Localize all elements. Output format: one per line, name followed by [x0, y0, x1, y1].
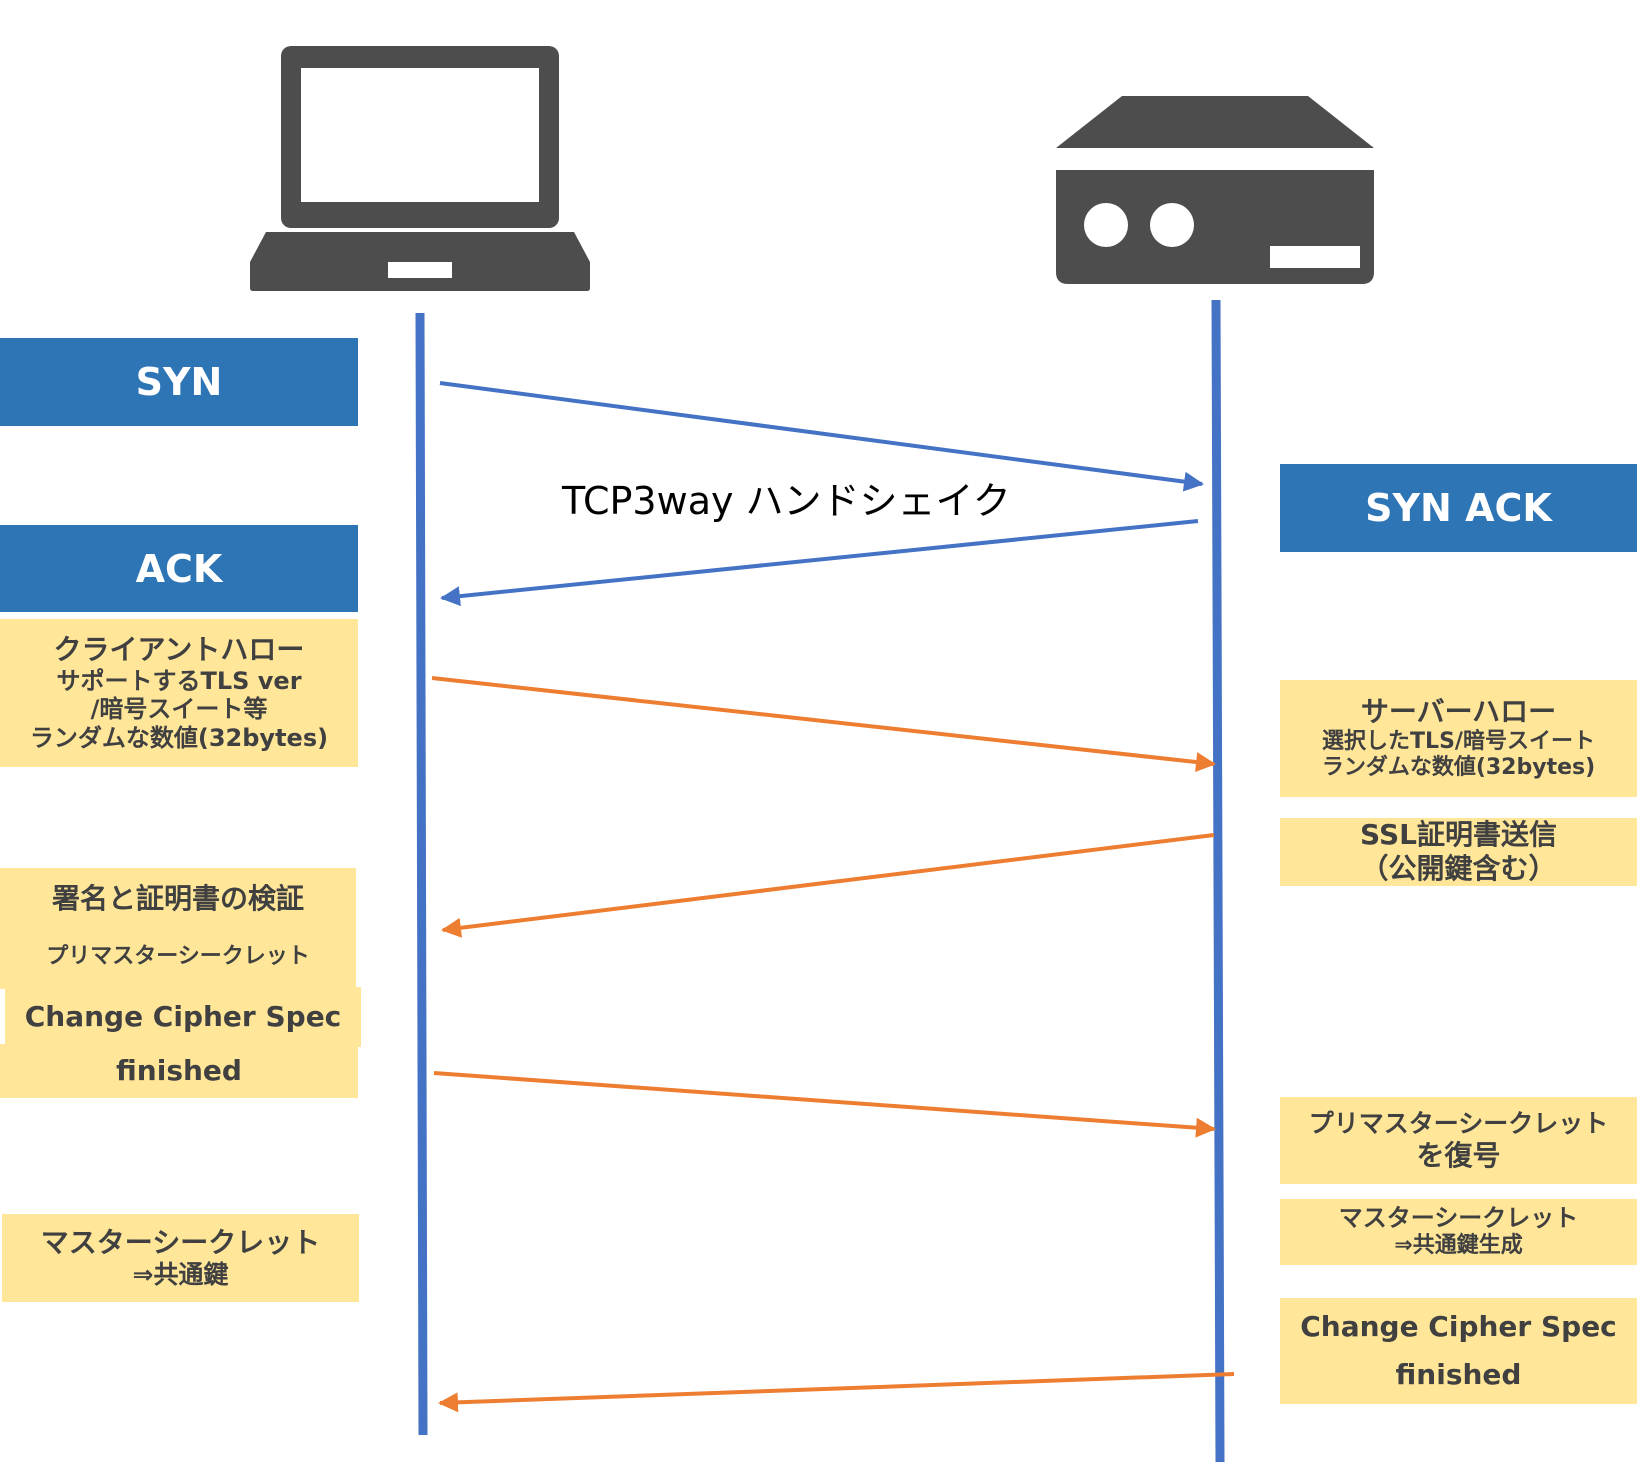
verify-label: 署名と証明書の検証 プリマスターシークレット [0, 868, 356, 989]
server-finished-arrow [438, 1372, 1235, 1413]
server-hello-label: サーバーハロー 選択したTLS/暗号スイート ランダムな数値(32bytes) [1280, 680, 1637, 797]
decrypt-line1: プリマスターシークレット [1308, 1108, 1609, 1138]
server-ccs-label: Change Cipher Spec finished [1280, 1298, 1637, 1404]
decrypt-label: プリマスターシークレット を復号 [1280, 1097, 1637, 1184]
ack-text: ACK [135, 546, 223, 591]
client-lifeline [415, 312, 428, 1436]
client-hello-line1: サポートするTLS ver [56, 666, 302, 695]
client-hello-title: クライアントハロー [53, 633, 305, 666]
decrypt-line2: を復号 [1416, 1138, 1501, 1172]
syn-ack-label: SYN ACK [1280, 464, 1637, 552]
client-master-line2: ⇒共通鍵 [132, 1259, 229, 1289]
ssl-cert-line1: SSL証明書送信 [1360, 818, 1557, 852]
server-hello-line1: 選択したTLS/暗号スイート [1322, 728, 1595, 754]
client-finished-text: finished [116, 1054, 242, 1088]
syn-text: SYN [135, 360, 223, 404]
syn-label: SYN [0, 338, 358, 426]
syn-arrow [439, 381, 1204, 492]
client-hello-arrow [431, 676, 1216, 772]
ssl-cert-line2: （公開鍵含む） [1360, 852, 1557, 885]
server-master-label: マスターシークレット ⇒共通鍵生成 [1280, 1199, 1637, 1265]
client-ccs-text: Change Cipher Spec [24, 1000, 342, 1034]
client-finished-label: finished [0, 1044, 358, 1098]
client-master-line1: マスターシークレット [40, 1226, 321, 1260]
server-lifeline [1211, 299, 1225, 1463]
server-finished-text: finished [1395, 1358, 1522, 1391]
server-ccs-text: Change Cipher Spec [1300, 1310, 1617, 1344]
server-hello-title: サーバーハロー [1360, 695, 1557, 729]
ack-label: ACK [0, 525, 358, 612]
server-hello-line2: ランダムな数値(32bytes) [1321, 755, 1596, 781]
client-hello-line2: /暗号スイート等 [90, 695, 268, 724]
server-master-line1: マスターシークレット [1338, 1204, 1579, 1233]
client-hello-label: クライアントハロー サポートするTLS ver /暗号スイート等 ランダムな数値… [0, 619, 358, 767]
client-ccs-label: Change Cipher Spec [5, 987, 361, 1047]
syn-ack-text: SYN ACK [1365, 486, 1552, 530]
handshake-caption: TCP3way ハンドシェイク [562, 479, 1011, 523]
laptop-icon [250, 46, 590, 291]
client-master-label: マスターシークレット ⇒共通鍵 [2, 1214, 359, 1302]
server-cert-arrow [441, 833, 1215, 938]
client-hello-line3: ランダムな数値(32bytes) [29, 724, 329, 753]
syn-ack-arrow [440, 519, 1199, 607]
ssl-cert-label: SSL証明書送信 （公開鍵含む） [1280, 818, 1637, 886]
server-icon [1056, 96, 1374, 284]
client-finished-arrow [433, 1071, 1216, 1138]
verify-text: 署名と証明書の検証 [51, 882, 304, 915]
premaster-text: プリマスターシークレット [46, 943, 310, 969]
server-master-line2: ⇒共通鍵生成 [1394, 1233, 1523, 1259]
